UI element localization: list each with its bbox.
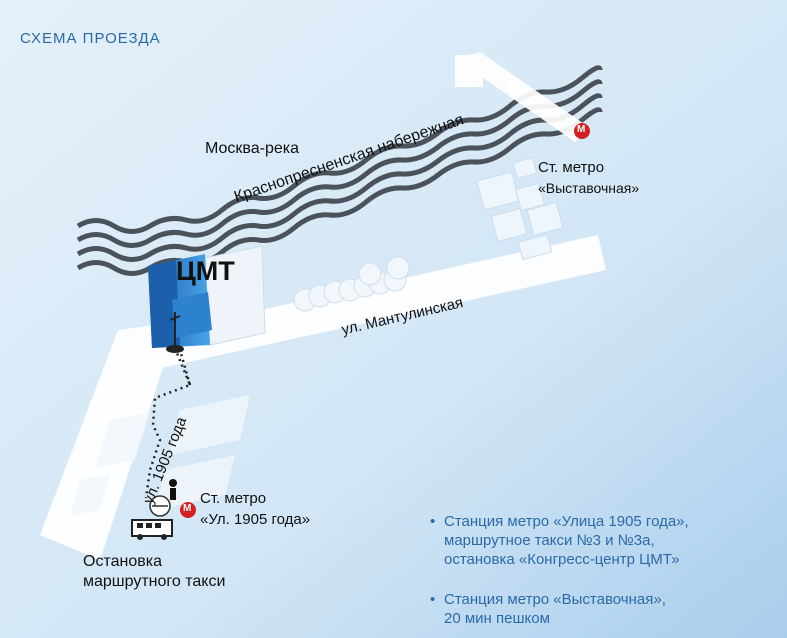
info-2-text-2: 20 мин пешком — [444, 610, 550, 627]
stop-label-2: маршрутного такси — [83, 573, 226, 590]
info-1-line-2: маршрутное такси №3 и №3а, — [430, 531, 689, 550]
building-cmt — [148, 245, 266, 348]
road-mantulinskaya — [135, 235, 606, 372]
metro-letter-1: М — [577, 124, 586, 135]
pavilions — [293, 256, 410, 312]
stop-label-1: Остановка — [83, 553, 162, 570]
metro-1905-label-1: Ст. метро — [200, 490, 267, 507]
road-end-block — [455, 55, 483, 87]
info-block-2: • Станция метро «Выставочная», 20 мин пе… — [430, 590, 666, 628]
metro-letter-2: М — [183, 503, 192, 514]
person-icon — [169, 479, 177, 500]
info-1-text-1: Станция метро «Улица 1905 года», — [444, 513, 689, 530]
info-2-line-2: 20 мин пешком — [430, 609, 666, 628]
info-1-line-3: остановка «Конгресс-центр ЦМТ» — [430, 550, 689, 569]
metro-vystavochnaya-label-2: «Выставочная» — [538, 180, 640, 196]
stop-marker — [149, 495, 171, 517]
info-1-text-2: маршрутное такси №3 и №3а, — [444, 532, 655, 549]
metro-vystavochnaya-label-1: Ст. метро — [538, 159, 605, 176]
blocks-bottom-left — [70, 395, 250, 516]
page-title: СХЕМА ПРОЕЗДА — [20, 30, 161, 47]
bus-icon — [131, 519, 173, 540]
metro-icon-1905 — [180, 502, 196, 518]
info-2-text-1: Станция метро «Выставочная», — [444, 591, 666, 608]
info-1-line-1: • Станция метро «Улица 1905 года», — [430, 512, 689, 531]
metro-icon-vystavochnaya — [574, 123, 590, 139]
river-label: Москва-река — [205, 140, 299, 157]
info-2-bullet: • — [430, 591, 436, 608]
info-2-line-1: • Станция метро «Выставочная», — [430, 590, 666, 609]
info-block-1: • Станция метро «Улица 1905 года», маршр… — [430, 512, 689, 569]
road-metro-vystavochnaya — [455, 52, 590, 142]
building-label: ЦМТ — [176, 256, 235, 286]
info-1-text-3: остановка «Конгресс-центр ЦМТ» — [444, 551, 680, 568]
metro-1905-label-2: «Ул. 1905 года» — [200, 511, 311, 528]
city-blocks — [476, 157, 564, 261]
walking-route — [144, 347, 192, 499]
info-1-bullet: • — [430, 513, 436, 530]
